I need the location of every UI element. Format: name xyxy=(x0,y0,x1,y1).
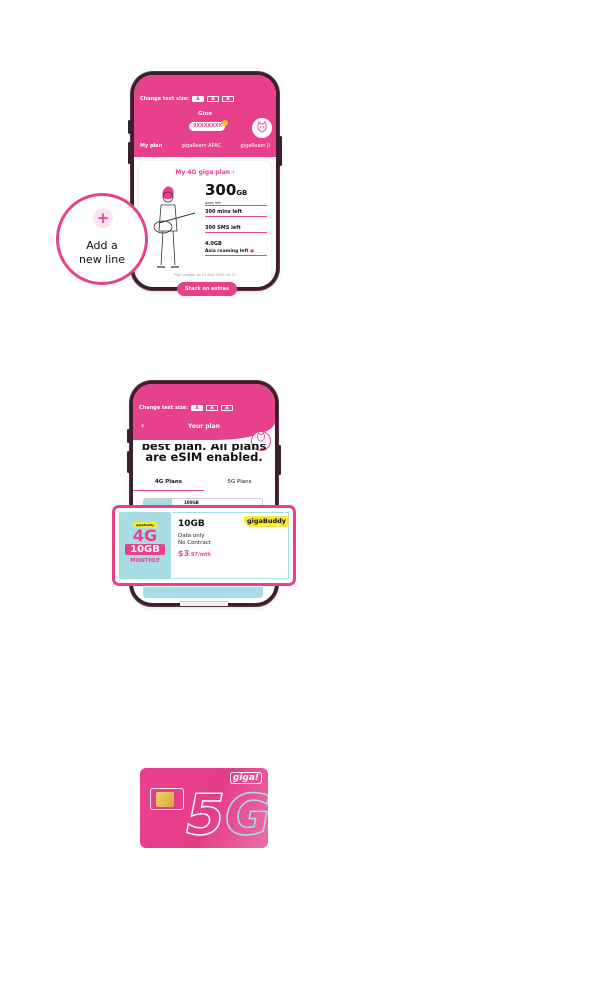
text-size-large-button[interactable]: A xyxy=(221,405,234,411)
plan-card-graphic: gigaBuddy 4G 10GB MONTHLY xyxy=(119,512,171,579)
plan-type-tabs: 4G Plans 5G Plans xyxy=(133,479,275,491)
text-size-small-button[interactable]: A xyxy=(191,405,204,411)
text-size-label: Change text size: xyxy=(140,96,190,102)
mascot-avatar-icon[interactable] xyxy=(251,117,273,139)
period-label: MONTHLY xyxy=(130,558,160,564)
add-line-label-1: Add a xyxy=(86,239,118,252)
plan-meta: Data only No Contract xyxy=(178,533,211,546)
tab-gigaroam-japan[interactable]: gigaRoam Ji xyxy=(240,143,271,149)
gigabuddy-tag: gigaBuddy xyxy=(244,516,289,527)
text-size-large-button[interactable]: A xyxy=(222,96,235,102)
data-left-stat: 300GB data left xyxy=(205,183,267,206)
tab-gigaroam-apac[interactable]: gigaRoam APAC xyxy=(181,143,222,149)
phone-number: 9XXXXXXX xyxy=(193,124,223,129)
5g-sim-card: giga! 5G xyxy=(140,768,268,848)
plans-headline: best plan. All plans are eSIM enabled. xyxy=(141,444,267,464)
sim-cutout-outline xyxy=(150,788,184,810)
page-title: Your plan xyxy=(188,423,220,430)
text-size-medium-button[interactable]: A xyxy=(206,405,219,411)
guitarist-illustration-icon xyxy=(153,186,195,268)
text-size-small-button[interactable]: A xyxy=(192,96,205,102)
notification-dot xyxy=(222,120,228,126)
plan-price: $3.97/mth xyxy=(178,549,211,558)
info-icon[interactable]: ● xyxy=(250,249,255,254)
size-label: 10GB xyxy=(125,544,165,555)
plan-title: 10GB xyxy=(178,519,205,529)
5g-graphic: 5G xyxy=(185,783,268,848)
renew-date: Plan renews on 23 May 2023 15:11 xyxy=(174,273,236,277)
phone-number-selector[interactable]: 9XXXXXXX xyxy=(189,120,228,131)
text-size-label: Change text size: xyxy=(139,405,189,411)
tab-my-plan[interactable]: My plan xyxy=(140,143,163,149)
mins-left-stat: 300 mins left xyxy=(205,209,267,217)
tab-4g-plans[interactable]: 4G Plans xyxy=(133,479,204,491)
tab-5g-plans[interactable]: 5G Plans xyxy=(227,479,252,485)
plan-summary-card: My 4G giga plan › 300GB data left 300 mi… xyxy=(139,161,271,287)
plan-tabs: My plan gigaRoam APAC gigaRoam Ji xyxy=(134,143,276,149)
add-new-line-callout[interactable]: + Add a new line xyxy=(56,193,148,285)
gigabuddy-mini-badge: gigaBuddy xyxy=(133,522,157,528)
text-size-control: Change text size: A A A xyxy=(140,96,235,102)
plan-card-10gb-highlighted[interactable]: gigaBuddy 4G 10GB MONTHLY 10GB gigaBuddy… xyxy=(112,505,296,586)
user-name: Gino xyxy=(197,111,213,117)
add-line-label-2: new line xyxy=(78,253,126,266)
back-chevron-icon[interactable]: ‹ xyxy=(141,421,145,430)
header-banner xyxy=(134,75,276,157)
text-size-medium-button[interactable]: A xyxy=(207,96,220,102)
text-size-control: Change text size: A A A xyxy=(139,405,234,411)
phone-mockup-my-plan: Change text size: A A A Gino 9XXXXXXX My… xyxy=(128,72,282,290)
header-banner xyxy=(133,384,275,440)
stack-on-extras-button[interactable]: Stack on extras xyxy=(177,282,237,296)
plus-icon: + xyxy=(93,208,113,228)
sim-chip-icon xyxy=(156,792,174,807)
roaming-left-stat: 4.0GB Asia roaming left ● xyxy=(205,241,267,256)
giga-logo: giga! xyxy=(229,772,262,784)
phone-screen: Change text size: A A A Gino 9XXXXXXX My… xyxy=(134,75,276,287)
mascot-avatar-icon[interactable] xyxy=(251,431,271,451)
plan-title-link[interactable]: My 4G giga plan › xyxy=(175,169,235,176)
network-label: 4G xyxy=(132,526,158,545)
sms-left-stat: 300 SMS left xyxy=(205,225,267,233)
